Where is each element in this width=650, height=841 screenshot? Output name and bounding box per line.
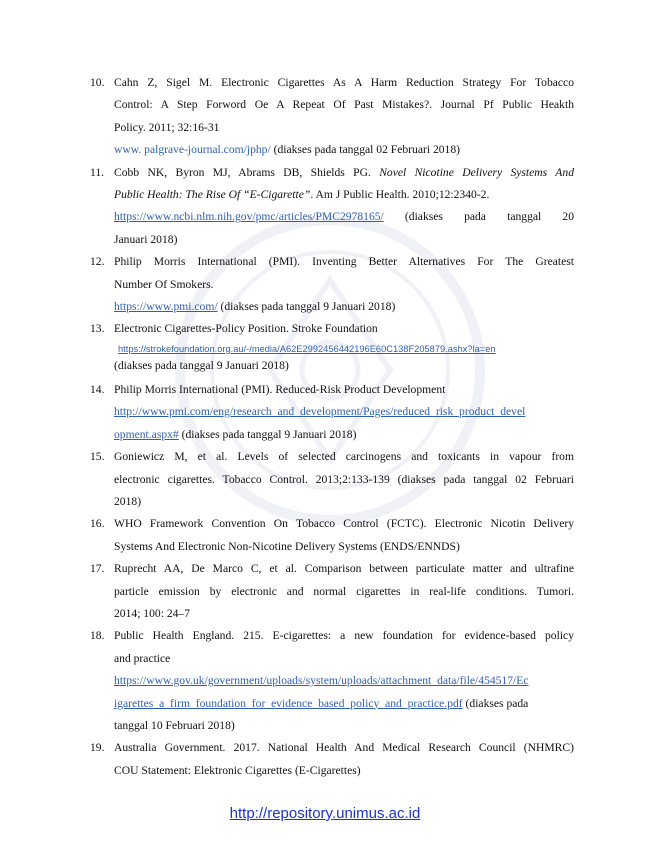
reference-number: 15. bbox=[90, 450, 105, 464]
reference-link[interactable]: www. palgrave-journal.com/jphp/ bbox=[114, 143, 271, 157]
reference-text-line: WHO Framework Convention On Tobacco Cont… bbox=[114, 517, 574, 531]
reference-link[interactable]: https://www.pmi.com/ bbox=[114, 300, 218, 314]
reference-link[interactable]: https://strokefoundation.org.au/-/media/… bbox=[118, 343, 496, 354]
reference-text-line: 2014; 100: 24–7 bbox=[114, 606, 191, 620]
reference-text-line: electronic cigarettes. Tobacco Control. … bbox=[114, 472, 574, 486]
reference-item-13: 13. Electronic Cigarettes-Policy Positio… bbox=[90, 318, 574, 374]
reference-link[interactable]: http://www.pmi.com/eng/research_and_deve… bbox=[114, 405, 526, 419]
reference-item-15: 15. Goniewicz M, et al. Levels of select… bbox=[90, 446, 574, 513]
reference-number: 14. bbox=[90, 382, 105, 396]
reference-text-line: Cahn Z, Sigel M. Electronic Cigarettes A… bbox=[114, 76, 574, 89]
accessed-date: (diakses pada bbox=[462, 696, 529, 710]
reference-text-line: particle emission by electronic and norm… bbox=[114, 584, 574, 598]
reference-number: 12. bbox=[90, 255, 105, 269]
reference-title-italic: Novel Nicotine Delivery Systems And bbox=[379, 165, 574, 179]
reference-link[interactable]: https://www.ncbi.nlm.nih.gov/pmc/article… bbox=[114, 210, 384, 224]
reference-text-line: Australia Government. 2017. National Hea… bbox=[114, 741, 574, 755]
reference-text-line: and practice bbox=[114, 651, 171, 665]
reference-item-16: 16. WHO Framework Convention On Tobacco … bbox=[90, 513, 574, 558]
reference-text-line: Ruprecht AA, De Marco C, et al. Comparis… bbox=[114, 562, 574, 576]
reference-link[interactable]: https://www.gov.uk/government/uploads/sy… bbox=[114, 674, 529, 688]
reference-number: 19. bbox=[90, 741, 105, 755]
repository-footer: http://repository.unimus.ac.id bbox=[0, 805, 650, 822]
reference-text-line: Systems And Electronic Non-Nicotine Deli… bbox=[114, 539, 460, 553]
reference-text-line: Electronic Cigarettes-Policy Position. S… bbox=[114, 322, 378, 336]
accessed-date-continued: Januari 2018) bbox=[114, 232, 178, 246]
reference-item-14: 14. Philip Morris International (PMI). R… bbox=[90, 379, 574, 446]
reference-item-10: 10. Cahn Z, Sigel M. Electronic Cigarett… bbox=[90, 72, 574, 162]
reference-text-line: Number Of Smokers. bbox=[114, 277, 214, 291]
accessed-date: (diakses pada tanggal 02 Februari 2018) bbox=[270, 143, 460, 157]
reference-item-17: 17. Ruprecht AA, De Marco C, et al. Comp… bbox=[90, 558, 574, 625]
reference-title-italic: Public Health: The Rise Of “E-Cigarette” bbox=[114, 188, 311, 202]
reference-text-line: 2018) bbox=[114, 494, 142, 508]
reference-text-line: Policy. 2011; 32:16-31 bbox=[114, 120, 220, 134]
reference-item-18: 18. Public Health England. 215. E-cigare… bbox=[90, 625, 574, 737]
reference-number: 11. bbox=[90, 165, 105, 179]
reference-text-line: Philip Morris International (PMI). Inven… bbox=[114, 255, 574, 269]
accessed-date: (diakses pada tanggal 9 Januari 2018) bbox=[217, 300, 396, 314]
reference-link-continued[interactable]: opment.aspx# bbox=[114, 427, 179, 441]
reference-text-line: Public Health England. 215. E-cigarettes… bbox=[114, 629, 574, 643]
accessed-date-continued: tanggal 10 Februari 2018) bbox=[114, 718, 235, 732]
reference-number: 16. bbox=[90, 517, 105, 531]
accessed-date: (diakses pada tanggal 9 Januari 2018) bbox=[114, 358, 289, 372]
reference-link-continued[interactable]: igarettes_a_firm_foundation_for_evidence… bbox=[114, 696, 463, 710]
reference-text-line: COU Statement: Elektronic Cigarettes (E-… bbox=[114, 763, 361, 777]
reference-item-12: 12. Philip Morris International (PMI). I… bbox=[90, 251, 574, 318]
repository-link[interactable]: http://repository.unimus.ac.id bbox=[229, 805, 421, 822]
reference-list: 10. Cahn Z, Sigel M. Electronic Cigarett… bbox=[90, 72, 574, 782]
reference-text-line: Philip Morris International (PMI). Reduc… bbox=[114, 382, 446, 396]
reference-number: 18. bbox=[90, 629, 105, 643]
accessed-date: (diakses pada tanggal 9 Januari 2018) bbox=[178, 427, 357, 441]
reference-number: 13. bbox=[90, 322, 105, 336]
reference-number: 10. bbox=[90, 76, 105, 89]
reference-item-19: 19. Australia Government. 2017. National… bbox=[90, 737, 574, 782]
reference-journal: . Am J Public Health. 2010;12:2340-2. bbox=[310, 188, 490, 202]
reference-item-11: 11. Cobb NK, Byron MJ, Abrams DB, Shield… bbox=[90, 162, 574, 252]
reference-number: 17. bbox=[90, 562, 105, 576]
reference-authors: Cobb NK, Byron MJ, Abrams DB, Shields PG… bbox=[114, 165, 380, 179]
reference-text-line: Control: A Step Forword Oe A Repeat Of P… bbox=[114, 98, 574, 112]
accessed-date: (diakses pada tanggal 20 bbox=[404, 210, 574, 224]
reference-text-line: Goniewicz M, et al. Levels of selected c… bbox=[114, 450, 574, 464]
